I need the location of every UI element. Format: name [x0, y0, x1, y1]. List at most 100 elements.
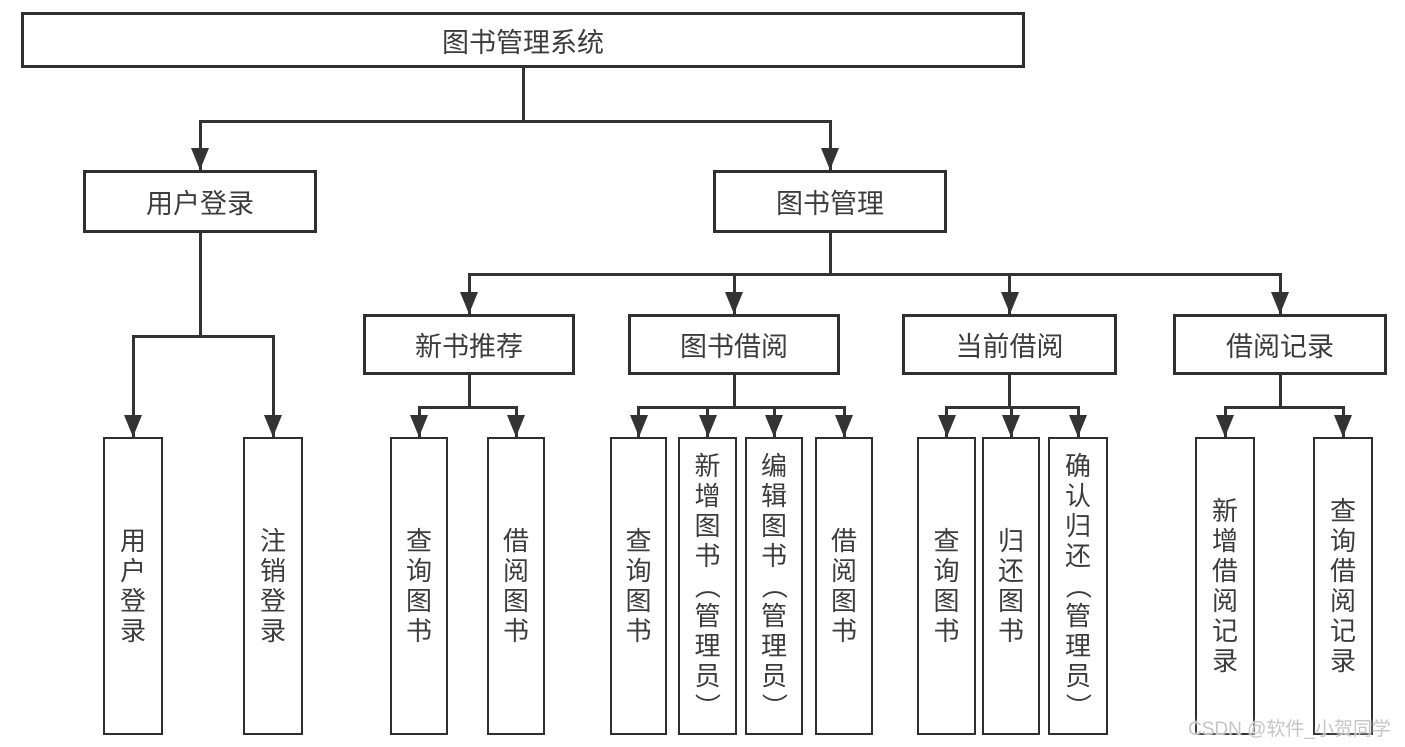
connector-segment: [732, 375, 736, 409]
vertical-char: 销: [259, 556, 286, 586]
vertical-char: 书: [760, 541, 787, 571]
connector-segment: [131, 335, 135, 437]
vertical-char: 户: [119, 556, 146, 586]
vertical-char: 新: [1211, 496, 1238, 526]
vertical-char: 用: [119, 526, 146, 556]
node-leaf-borrow-book-new: 借阅图书: [487, 437, 545, 735]
connector-segment: [1008, 375, 1011, 409]
node-label-leaf-query-book-current: 查询图书: [933, 526, 959, 646]
vertical-char: 阅: [1211, 586, 1238, 616]
vertical-char: 记: [1329, 616, 1356, 646]
node-book-mgmt: 图书管理: [713, 170, 947, 233]
arrowhead-down-icon: [264, 415, 282, 437]
vertical-char: 记: [1211, 616, 1238, 646]
connector-segment: [828, 233, 832, 276]
node-leaf-user-login: 用户登录: [103, 437, 163, 735]
node-label-leaf-user-login: 用户登录: [120, 526, 146, 646]
arrowhead-down-icon: [821, 148, 839, 170]
node-leaf-query-book-new: 查询图书: [390, 437, 448, 735]
connector-segment: [828, 120, 832, 170]
arrowhead-down-icon: [698, 415, 717, 437]
connector-segment: [417, 406, 518, 409]
vertical-char: 录: [1211, 646, 1238, 676]
node-label-root: 图书管理系统: [442, 27, 604, 58]
vertical-char: 查: [405, 526, 432, 556]
node-leaf-edit-book: 编辑图书（管理员）: [745, 437, 803, 735]
arrowhead-down-icon: [835, 415, 853, 437]
vertical-char: 归: [997, 526, 1024, 556]
node-label-leaf-add-borrow-record: 新增借阅记录: [1212, 496, 1238, 676]
node-leaf-confirm-return: 确认归还（管理员）: [1048, 437, 1108, 735]
vertical-char: 书: [502, 616, 529, 646]
vertical-char: 借: [1211, 556, 1238, 586]
node-leaf-add-borrow-record: 新增借阅记录: [1195, 437, 1255, 735]
arrowhead-down-icon: [460, 292, 478, 314]
vertical-char: 书: [694, 541, 721, 571]
vertical-char: 图: [625, 586, 652, 616]
arrowhead-down-icon: [1002, 415, 1020, 437]
vertical-char: 图: [933, 586, 960, 616]
vertical-char: 员: [760, 661, 787, 691]
connector-segment: [131, 335, 275, 338]
vertical-char: 书: [997, 616, 1024, 646]
vertical-char: ）: [1062, 692, 1093, 720]
node-book-borrow: 图书借阅: [628, 314, 840, 375]
vertical-char: 借: [830, 526, 857, 556]
node-leaf-borrow-book: 借阅图书: [815, 437, 873, 735]
vertical-char: 录: [119, 616, 146, 646]
vertical-char: 询: [933, 556, 960, 586]
node-borrow-records: 借阅记录: [1173, 314, 1387, 375]
arrowhead-down-icon: [629, 415, 648, 437]
vertical-char: 查: [933, 526, 960, 556]
node-leaf-query-borrow-record: 查询借阅记录: [1313, 437, 1373, 735]
arrowhead-down-icon: [507, 415, 525, 437]
vertical-char: 借: [502, 526, 529, 556]
vertical-char: 还: [1064, 541, 1091, 571]
node-new-book-rec: 新书推荐: [363, 314, 575, 375]
vertical-char: 借: [1329, 556, 1356, 586]
vertical-char: 新: [694, 451, 721, 481]
connector-segment: [198, 233, 202, 338]
node-label-leaf-edit-book: 编辑图书（管理员）: [758, 451, 789, 721]
vertical-char: 管: [760, 601, 787, 631]
node-label-leaf-confirm-return: 确认归还（管理员）: [1062, 451, 1093, 721]
vertical-char: 增: [694, 481, 721, 511]
vertical-char: 图: [760, 511, 787, 541]
vertical-char: 图: [830, 586, 857, 616]
vertical-char: 阅: [1329, 586, 1356, 616]
node-label-leaf-logout: 注销登录: [260, 526, 286, 646]
node-leaf-add-book: 新增图书（管理员）: [678, 437, 737, 735]
vertical-char: 增: [1211, 526, 1238, 556]
arrowhead-down-icon: [1000, 292, 1019, 314]
vertical-char: 图: [997, 586, 1024, 616]
vertical-char: 书: [405, 616, 432, 646]
arrowhead-down-icon: [124, 415, 142, 437]
vertical-char: 书: [830, 616, 857, 646]
node-leaf-query-book-borrow: 查询图书: [610, 437, 667, 735]
connector-segment: [271, 335, 275, 437]
node-label-current-borrow: 当前借阅: [955, 332, 1064, 362]
vertical-char: 登: [119, 586, 146, 616]
vertical-char: 阅: [830, 556, 857, 586]
node-label-book-mgmt: 图书管理: [776, 189, 884, 219]
vertical-char: 登: [259, 586, 286, 616]
vertical-char: ）: [758, 692, 789, 720]
vertical-char: 阅: [502, 556, 529, 586]
vertical-char: 员: [694, 661, 721, 691]
vertical-char: 编: [760, 451, 787, 481]
node-label-leaf-borrow-book-new: 借阅图书: [503, 526, 529, 646]
vertical-char: （: [758, 572, 789, 600]
vertical-char: 管: [1064, 601, 1091, 631]
vertical-char: 图: [405, 586, 432, 616]
watermark: CSDN @软件_小贺同学: [1188, 719, 1391, 740]
vertical-char: 录: [1329, 646, 1356, 676]
connector-segment: [521, 68, 525, 123]
arrowhead-down-icon: [410, 415, 428, 437]
vertical-char: 归: [1064, 511, 1091, 541]
node-label-leaf-query-borrow-record: 查询借阅记录: [1330, 496, 1356, 676]
node-leaf-return-book: 归还图书: [982, 437, 1040, 735]
connector-segment: [198, 120, 202, 170]
vertical-char: 书: [933, 616, 960, 646]
vertical-char: （: [1062, 572, 1093, 600]
